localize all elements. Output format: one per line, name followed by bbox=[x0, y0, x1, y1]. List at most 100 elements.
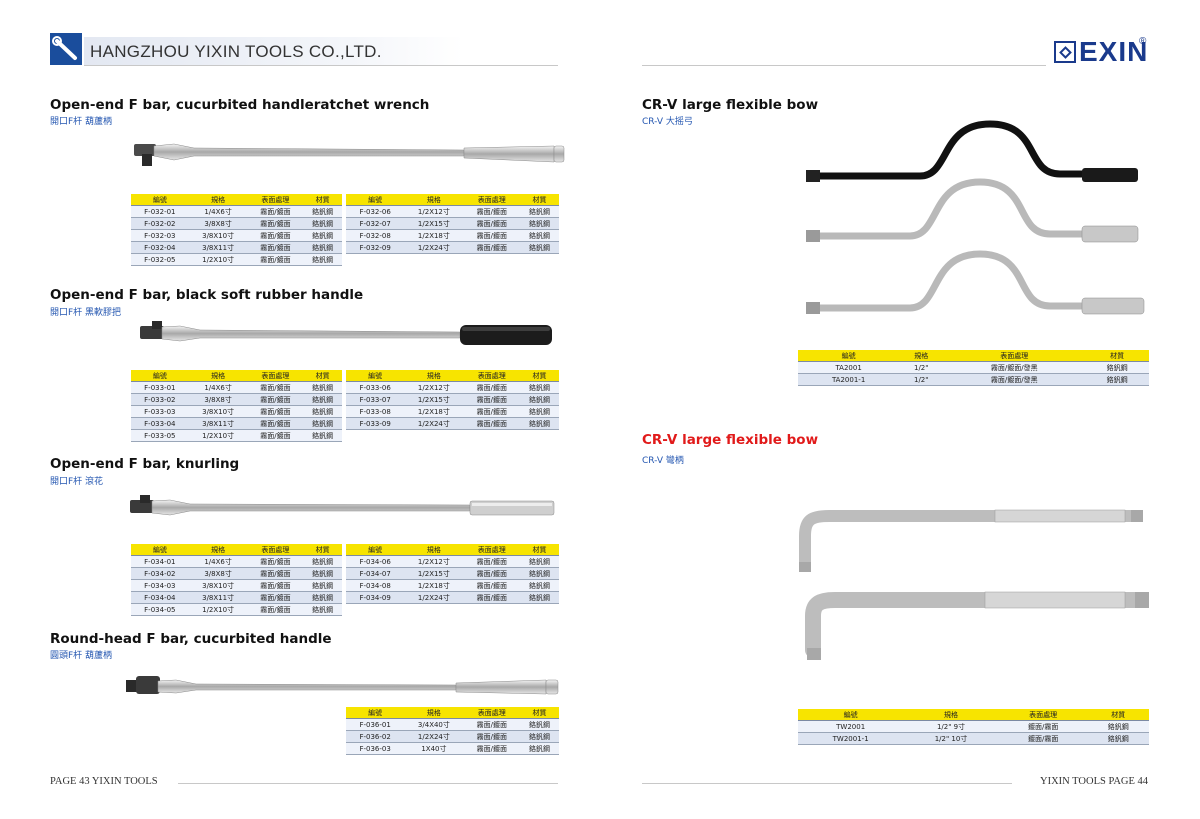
col-header: 規格 bbox=[404, 370, 464, 382]
brand-name: EXIN bbox=[1079, 36, 1149, 67]
col-header: 表面處理 bbox=[247, 544, 304, 556]
cell: F-033-01 bbox=[131, 381, 189, 394]
cell: 霧面/鍍面 bbox=[463, 217, 520, 230]
registered-mark: ® bbox=[1139, 36, 1147, 47]
cell: F-033-07 bbox=[346, 393, 405, 406]
col-header: 規格 bbox=[404, 707, 464, 719]
cell: 1/2X10寸 bbox=[188, 603, 248, 616]
cell: 霧面/鍍面 bbox=[463, 205, 520, 218]
cell: 鉻釩鋼 bbox=[303, 253, 342, 266]
cell: 霧面/鍍面 bbox=[463, 381, 520, 394]
cell: 3/8X11寸 bbox=[188, 417, 248, 430]
cell: 霧面/鍍面 bbox=[247, 241, 304, 254]
cell: F-036-01 bbox=[346, 718, 405, 731]
cell: 霧面/鍍面/發黑 bbox=[943, 361, 1086, 374]
cell: F-034-03 bbox=[131, 579, 189, 592]
cell: 1X40寸 bbox=[404, 742, 464, 755]
cell: 鉻釩鋼 bbox=[519, 555, 559, 568]
cell: 鉻釩鋼 bbox=[519, 718, 559, 731]
col-header: 表面處理 bbox=[463, 194, 520, 206]
col-header: 規格 bbox=[899, 350, 944, 362]
col-header: 規格 bbox=[903, 709, 999, 721]
cell: F-033-04 bbox=[131, 417, 189, 430]
section-subtitle: 圓頭F杆 葫蘆柄 bbox=[50, 651, 113, 661]
cell: 鉻釩鋼 bbox=[303, 405, 342, 418]
cell: F-036-02 bbox=[346, 730, 405, 743]
cell: 3/8X8寸 bbox=[188, 217, 248, 230]
cell: 1/2X18寸 bbox=[404, 405, 464, 418]
col-header: 材質 bbox=[303, 370, 342, 382]
cell: 鉻釩鋼 bbox=[519, 241, 559, 254]
cell: 1/2X18寸 bbox=[404, 579, 464, 592]
header-rule-left bbox=[84, 65, 558, 66]
col-header: 表面處理 bbox=[463, 707, 520, 719]
cell: 1/2X15寸 bbox=[404, 393, 464, 406]
col-header: 編號 bbox=[346, 370, 405, 382]
col-header: 材質 bbox=[303, 544, 342, 556]
brand-mark-icon bbox=[1054, 41, 1076, 63]
col-header: 編號 bbox=[346, 194, 405, 206]
col-header: 表面處理 bbox=[998, 709, 1088, 721]
cell: 鉻釩鋼 bbox=[519, 381, 559, 394]
cell: 霧面/鍍面 bbox=[247, 217, 304, 230]
cell: F-032-05 bbox=[131, 253, 189, 266]
cell: 霧面/鍍面 bbox=[247, 205, 304, 218]
col-header: 編號 bbox=[798, 350, 900, 362]
cell: 3/8X10寸 bbox=[188, 229, 248, 242]
cell: 1/2" 10寸 bbox=[903, 732, 999, 745]
cell: 1/4X6寸 bbox=[188, 205, 248, 218]
header-band bbox=[84, 37, 464, 65]
round-head-bar-image bbox=[126, 676, 559, 695]
cell: 霧面/鍍面 bbox=[247, 591, 304, 604]
cell: 鉻釩鋼 bbox=[303, 381, 342, 394]
cell: 霧面/鍍面 bbox=[463, 579, 520, 592]
cell: F-033-05 bbox=[131, 429, 189, 442]
footer-right: YIXIN TOOLS PAGE 44 bbox=[1040, 776, 1149, 787]
cell: 鉻釩鋼 bbox=[519, 393, 559, 406]
section-subtitle: CR-V 彎柄 bbox=[642, 456, 684, 466]
cell: F-032-06 bbox=[346, 205, 405, 218]
cell: 3/8X11寸 bbox=[188, 591, 248, 604]
col-header: 編號 bbox=[346, 707, 405, 719]
cell: F-033-06 bbox=[346, 381, 405, 394]
cell: 鉻釩鋼 bbox=[303, 393, 342, 406]
col-header: 材質 bbox=[519, 544, 559, 556]
col-header: 規格 bbox=[188, 370, 248, 382]
col-header: 材質 bbox=[519, 370, 559, 382]
cell: 1/2X10寸 bbox=[188, 253, 248, 266]
wrench-icon bbox=[52, 36, 77, 60]
cell: F-032-02 bbox=[131, 217, 189, 230]
cell: F-034-09 bbox=[346, 591, 405, 604]
section-title: CR-V large flexible bow bbox=[642, 97, 819, 113]
cell: 霧面/鍍面 bbox=[463, 591, 520, 604]
cell: 鉻釩鋼 bbox=[519, 217, 559, 230]
cell: 1/2X18寸 bbox=[404, 229, 464, 242]
ratchet-wrench-image bbox=[134, 143, 565, 166]
cell: TW2001 bbox=[798, 720, 904, 733]
col-header: 表面處理 bbox=[463, 370, 520, 382]
cell: 鉻釩鋼 bbox=[519, 742, 559, 755]
cell: 鉻釩鋼 bbox=[303, 555, 342, 568]
cell: 霧面/鍍面 bbox=[247, 567, 304, 580]
cell: 1/4X6寸 bbox=[188, 555, 248, 568]
cell: 鉻釩鋼 bbox=[1087, 720, 1149, 733]
